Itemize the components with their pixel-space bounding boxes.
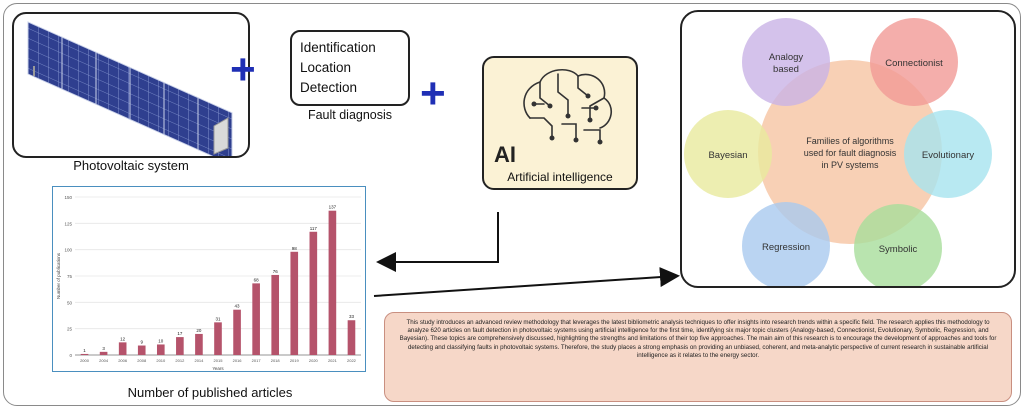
x-tick-label: 2020 [309,358,319,363]
data-label: 98 [292,246,298,251]
fault-item-detection: Detection [300,80,358,95]
bar [118,342,127,355]
y-tick-label: 125 [64,221,72,226]
solar-panel-icon [27,21,233,156]
x-tick-label: 2015 [214,358,224,363]
data-label: 9 [140,340,143,345]
y-tick-label: 150 [64,195,72,200]
cluster-circle-analogy-based [742,18,830,106]
y-tick-label: 50 [67,300,73,305]
center-label: Families of algorithms [806,136,894,146]
bar [137,345,146,355]
center-label: used for fault diagnosis [804,148,897,158]
bar [309,231,318,355]
x-tick-label: 2018 [271,358,281,363]
data-label: 76 [273,269,279,274]
x-tick-label: 2012 [175,358,185,363]
bar [290,251,299,355]
bar [99,351,108,355]
abstract-text: This study introduces an advanced review… [384,312,1012,402]
bar [176,337,184,355]
cluster-circle-symbolic [854,204,942,286]
cluster-circle-regression [742,202,830,286]
cluster-label: Bayesian [708,150,747,161]
x-axis-title: Years [212,366,224,371]
x-tick-label: 2010 [156,358,166,363]
fault-diagnosis-label: Fault diagnosis [307,108,393,122]
center-circle [758,60,942,244]
x-tick-label: 2021 [328,358,338,363]
fault-diagnosis-box: Identification Location Detection [290,30,410,106]
x-tick-label: 2019 [290,358,300,363]
data-label: 137 [329,205,337,210]
ai-badge: AI [494,142,516,167]
data-label: 43 [235,304,241,309]
bar [328,210,337,355]
fault-item-identification: Identification [300,40,376,55]
cluster-label: Regression [762,242,810,253]
publications-chart: 0 25 50 75 100 125 150 1 2000 3 2004 12 2006 9 2008 10 2… [52,186,366,372]
photovoltaic-panel-box [12,12,250,158]
cluster-label: Connectionist [885,58,943,69]
bar [214,322,222,355]
x-tick-label: 2017 [252,358,262,363]
data-label: 33 [349,314,355,319]
data-label: 1 [83,348,86,353]
data-label: 3 [102,346,105,351]
bar [271,274,280,355]
bar [252,283,260,355]
data-label: 10 [158,338,164,343]
x-tick-label: 2014 [194,358,204,363]
x-tick-label: 2022 [347,358,357,363]
bar [156,344,165,355]
cluster-label: Symbolic [879,244,918,255]
cluster-circle-connectionist [870,18,958,106]
ai-label: Artificial intelligence [507,170,613,184]
x-tick-label: 2004 [99,358,109,363]
cluster-circle-evolutionary [904,110,992,198]
cluster-circle-bayesian [684,110,772,198]
chart-caption: Number of published articles [127,385,293,400]
artificial-intelligence-box: AI Artificial intelligence [482,56,638,190]
y-tick-label: 0 [69,353,72,358]
outer-frame [3,3,1021,406]
brain-circuit-icon [523,69,612,145]
y-tick-label: 75 [67,274,73,279]
cluster-label: based [773,64,799,75]
plus-icon: + [420,69,446,118]
y-axis-title: Number of publications [56,252,61,299]
bar [80,353,89,355]
bar [233,309,241,355]
cluster-label: Evolutionary [922,150,975,161]
x-tick-label: 2006 [118,358,128,363]
cluster-label: Analogy [769,52,804,63]
data-label: 20 [196,328,202,333]
x-tick-label: 2000 [80,358,90,363]
photovoltaic-label: Photovoltaic system [73,158,189,173]
data-label: 12 [120,336,126,341]
bar [347,320,356,355]
y-tick-label: 25 [67,327,73,332]
data-label: 31 [215,316,221,321]
y-tick-label: 100 [64,248,72,253]
data-label: 117 [310,226,318,231]
bar [195,333,203,355]
fault-item-location: Location [300,60,352,75]
plus-icon: + [230,45,256,94]
data-label: 17 [177,331,183,336]
x-tick-label: 2016 [233,358,243,363]
center-label: in PV systems [821,160,879,170]
data-label: 68 [254,277,260,282]
x-tick-label: 2008 [137,358,147,363]
